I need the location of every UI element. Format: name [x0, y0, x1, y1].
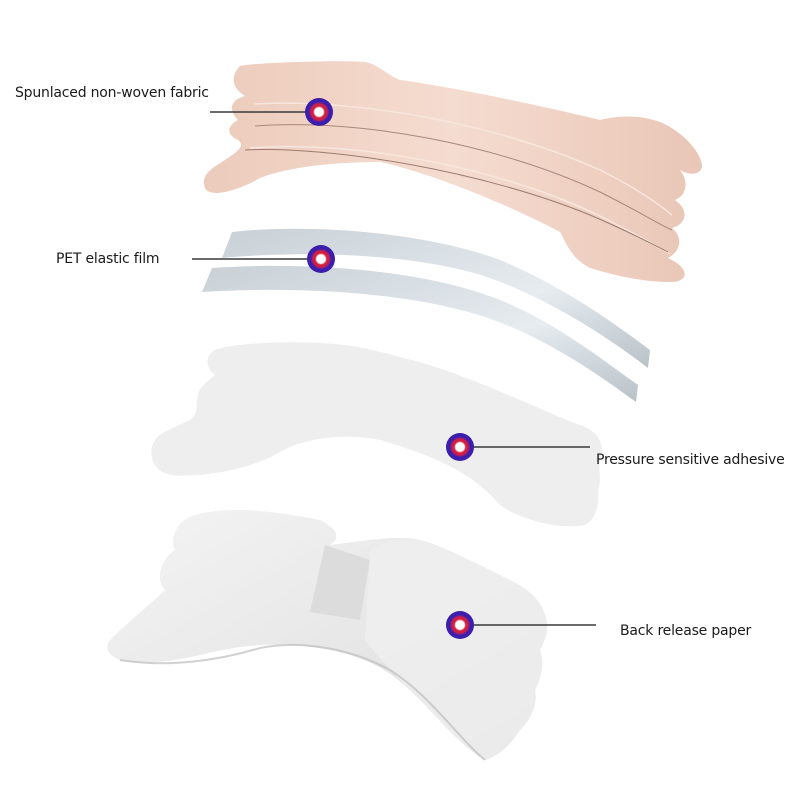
- adhesive-label: Pressure sensitive adhesive: [596, 452, 785, 468]
- paper-marker-icon: [446, 611, 474, 639]
- paper-layer-shape: [107, 510, 548, 761]
- film-layer-shape: [202, 228, 650, 402]
- adhesive-marker-icon: [446, 433, 474, 461]
- paper-label: Back release paper: [620, 623, 752, 639]
- film-marker-icon: [307, 245, 335, 273]
- fabric-marker-icon: [305, 98, 333, 126]
- film-label: PET elastic film: [56, 251, 160, 267]
- fabric-label: Spunlaced non-woven fabric: [15, 85, 209, 101]
- adhesive-layer-shape: [151, 342, 602, 527]
